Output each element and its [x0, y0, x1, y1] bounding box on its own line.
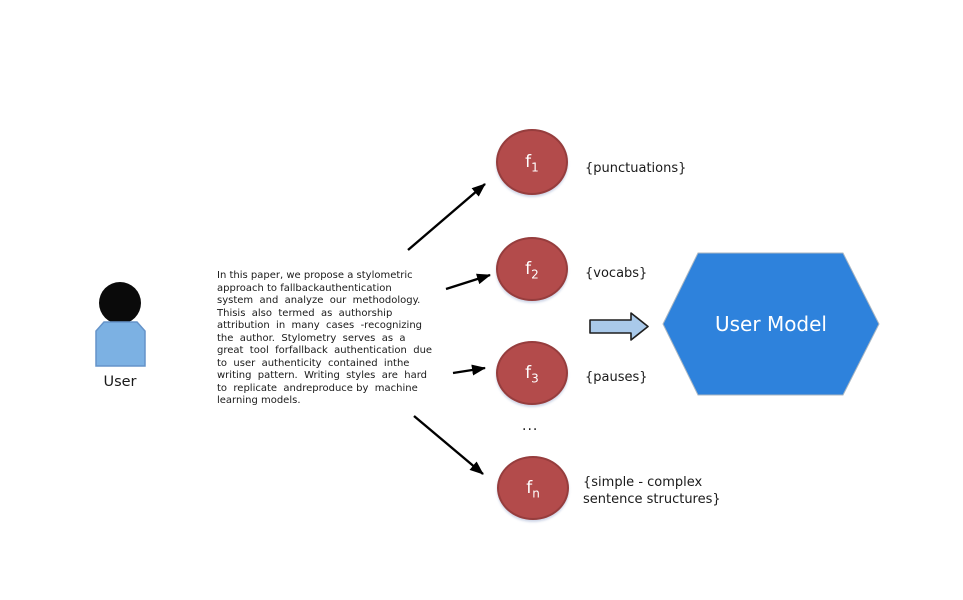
feature-node-fn: fn: [497, 456, 569, 520]
feature-label-f3: {pauses}: [585, 370, 648, 385]
feature-node-f3-text: f3: [525, 363, 539, 386]
feature-node-f2: f2: [496, 237, 568, 301]
feature-node-f1: f1: [496, 129, 568, 195]
arrow-to-fn: [413, 415, 484, 475]
block-arrow-icon: [589, 312, 649, 341]
user-model-label: User Model: [715, 312, 827, 336]
description-text: In this paper, we propose a stylometric …: [217, 270, 433, 406]
arrow-to-f3: [452, 364, 486, 376]
feature-label-fn: {simple - complex sentence structures}: [583, 475, 721, 507]
arrow-to-f1: [407, 183, 486, 251]
feature-label-f1: {punctuations}: [585, 161, 687, 176]
user-head-icon: [99, 282, 141, 324]
feature-node-fn-text: fn: [526, 478, 540, 501]
user-model-hexagon: [662, 252, 880, 396]
user-body-icon: [95, 321, 146, 367]
user-label: User: [103, 374, 137, 390]
feature-label-f2: {vocabs}: [585, 266, 648, 281]
feature-node-f1-text: f1: [525, 152, 539, 175]
user-figure: [95, 282, 146, 367]
ellipsis-text: ...: [522, 418, 539, 434]
feature-node-f3: f3: [496, 341, 568, 405]
feature-node-f2-text: f2: [525, 259, 539, 282]
arrow-to-f2: [445, 273, 491, 291]
